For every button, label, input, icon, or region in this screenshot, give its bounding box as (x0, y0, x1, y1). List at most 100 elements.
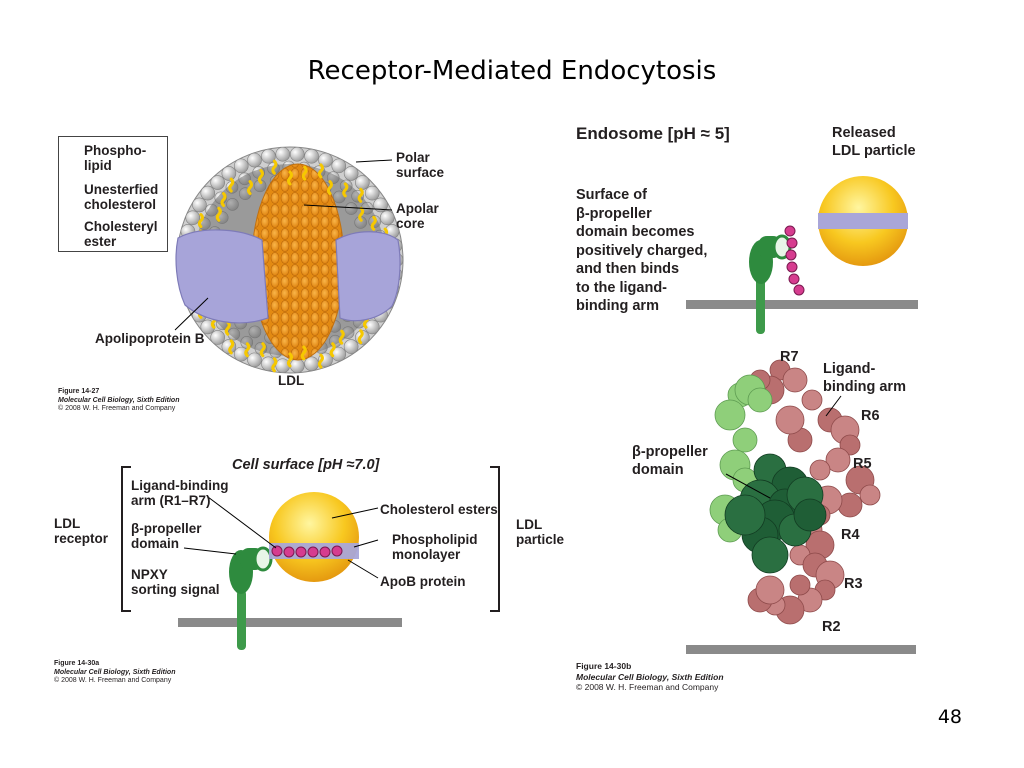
cholesterol-squiggle (228, 177, 235, 193)
ligand-arm-blob (801, 389, 823, 411)
ligand-arm-blob (825, 447, 851, 473)
caption-14-30b: Figure 14-30b Molecular Cell Biology, Si… (576, 661, 724, 693)
phospholipid-head (304, 148, 319, 164)
bracket-left (121, 466, 131, 612)
legend-cholesteryl-ester: Cholesteryl ester (84, 219, 158, 249)
caption-book: Molecular Cell Biology, Sixth Edition (54, 668, 176, 676)
legend-phospholipid: Phospho- lipid (84, 143, 147, 173)
membrane-c (686, 645, 916, 654)
propeller-dark-blob (751, 536, 789, 574)
ligand-binding-beads-a (271, 545, 343, 558)
receptor-stalk-a (237, 590, 246, 650)
phospholipid-head (261, 148, 276, 164)
label-ligand-binding-arm-b: Ligand- binding arm (823, 361, 906, 395)
phospholipid-head (331, 158, 347, 174)
label-r5: R5 (853, 456, 872, 472)
phospholipid-head (373, 197, 388, 213)
slide-title: Receptor-Mediated Endocytosis (307, 56, 717, 86)
ldl-particle-a (269, 492, 359, 582)
cholesterol-squiggle (259, 342, 266, 358)
cholesterol-squiggle (271, 357, 278, 373)
phospholipid-head (275, 146, 291, 162)
phospholipid-head (200, 185, 216, 201)
cholesterol-squiggle (357, 187, 364, 203)
label-npxy: NPXY sorting signal (131, 567, 220, 597)
phospholipid-head (364, 185, 380, 201)
ldl-legend (58, 136, 168, 252)
phospholipid-head (210, 175, 225, 190)
label-r3: R3 (844, 576, 863, 592)
phospholipid-head (221, 166, 237, 181)
cholesterol-squiggle (257, 169, 264, 185)
cholesterol-squiggle (247, 180, 254, 196)
label-apob-protein: ApoB protein (380, 574, 466, 589)
phospholipid-head (210, 330, 225, 345)
caption-figure: Figure 14-30b (576, 661, 632, 671)
caption-copyright: © 2008 W. H. Freeman and Company (54, 677, 172, 684)
label-released-ldl: Released LDL particle (832, 125, 916, 159)
cholesterol-squiggle (300, 345, 307, 361)
cholesterol-squiggle (220, 192, 227, 208)
cholesterol-squiggle (358, 206, 365, 222)
cholesterol-squiggle (317, 353, 324, 369)
propeller-light-blob (732, 427, 758, 453)
label-beta-propeller-b: β-propeller domain (632, 444, 708, 478)
caption-copyright: © 2008 W. H. Freeman and Company (58, 405, 176, 412)
label-r7: R7 (780, 349, 799, 365)
apolipoprotein-b-left (175, 229, 269, 324)
propeller-dark-blob (793, 498, 827, 532)
ligand-arm-blob (859, 484, 881, 506)
phospholipid-head (379, 210, 395, 226)
cell-surface-header: Cell surface [pH ≈7.0] (232, 457, 380, 473)
cholesterol-squiggle (224, 320, 231, 336)
ligand-arm-blob (775, 405, 805, 435)
propeller-light-blob (747, 387, 773, 413)
cholesterol-squiggle (370, 215, 377, 231)
ligand-arm-blob (755, 575, 785, 605)
membrane-a (178, 618, 402, 627)
cholesterol-squiggle (317, 163, 324, 179)
bracket-right (490, 466, 500, 612)
ligand-arm-blob (782, 367, 808, 393)
cholesterol-squiggle (326, 180, 333, 196)
apolipoprotein-b-right (335, 231, 401, 322)
cholesterol-squiggle (228, 339, 235, 355)
label-apolar-core: Apolar core (396, 201, 439, 231)
caption-book: Molecular Cell Biology, Sixth Edition (58, 396, 180, 404)
cholesterol-squiggle (342, 182, 349, 198)
caption-14-30a: Figure 14-30a Molecular Cell Biology, Si… (54, 660, 175, 686)
phospholipid-head (185, 210, 201, 226)
label-ldl-receptor: LDL receptor (54, 516, 109, 546)
label-cholesterol-esters: Cholesterol esters (380, 502, 498, 517)
label-ldl-particle: LDL particle (516, 517, 565, 547)
label-surface-text: Surface of β-propeller domain becomes po… (576, 187, 708, 314)
phospholipid-head (233, 158, 249, 174)
ligand-arm-blob (789, 574, 811, 596)
monolayer-band-b (818, 213, 908, 229)
caption-14-27: Figure 14-27 Molecular Cell Biology, Six… (58, 388, 179, 414)
caption-figure: Figure 14-30a (54, 660, 100, 667)
label-r2: R2 (822, 619, 841, 635)
propeller-dark-blob (724, 494, 766, 536)
ligand-arm-blob (809, 459, 831, 481)
phospholipid-head (247, 152, 262, 168)
caption-copyright: © 2008 W. H. Freeman and Company (576, 682, 719, 692)
membrane-b (686, 300, 918, 309)
cholesterol-squiggle (357, 329, 364, 345)
ligand-binding-arm-structure (747, 359, 881, 625)
label-r4: R4 (841, 527, 860, 543)
legend-unesterified-cholesterol: Unesterfied cholesterol (84, 182, 159, 212)
label-apolipoprotein-b: Apolipoprotein B (95, 331, 205, 346)
phospholipid-head (318, 152, 333, 168)
phospholipid-head (289, 146, 305, 162)
cholesterol-squiggle (197, 213, 204, 229)
cholesterol-squiggle (338, 329, 345, 345)
ligand-binding-beads-b (784, 225, 805, 296)
caption-figure: Figure 14-27 (58, 388, 100, 395)
phospholipid-head (192, 197, 207, 213)
phospholipid-head (343, 339, 359, 354)
cholesterol-squiggle (271, 159, 278, 175)
label-phospholipid-monolayer: Phospholipid monolayer (392, 532, 478, 562)
label-r6: R6 (861, 408, 880, 424)
